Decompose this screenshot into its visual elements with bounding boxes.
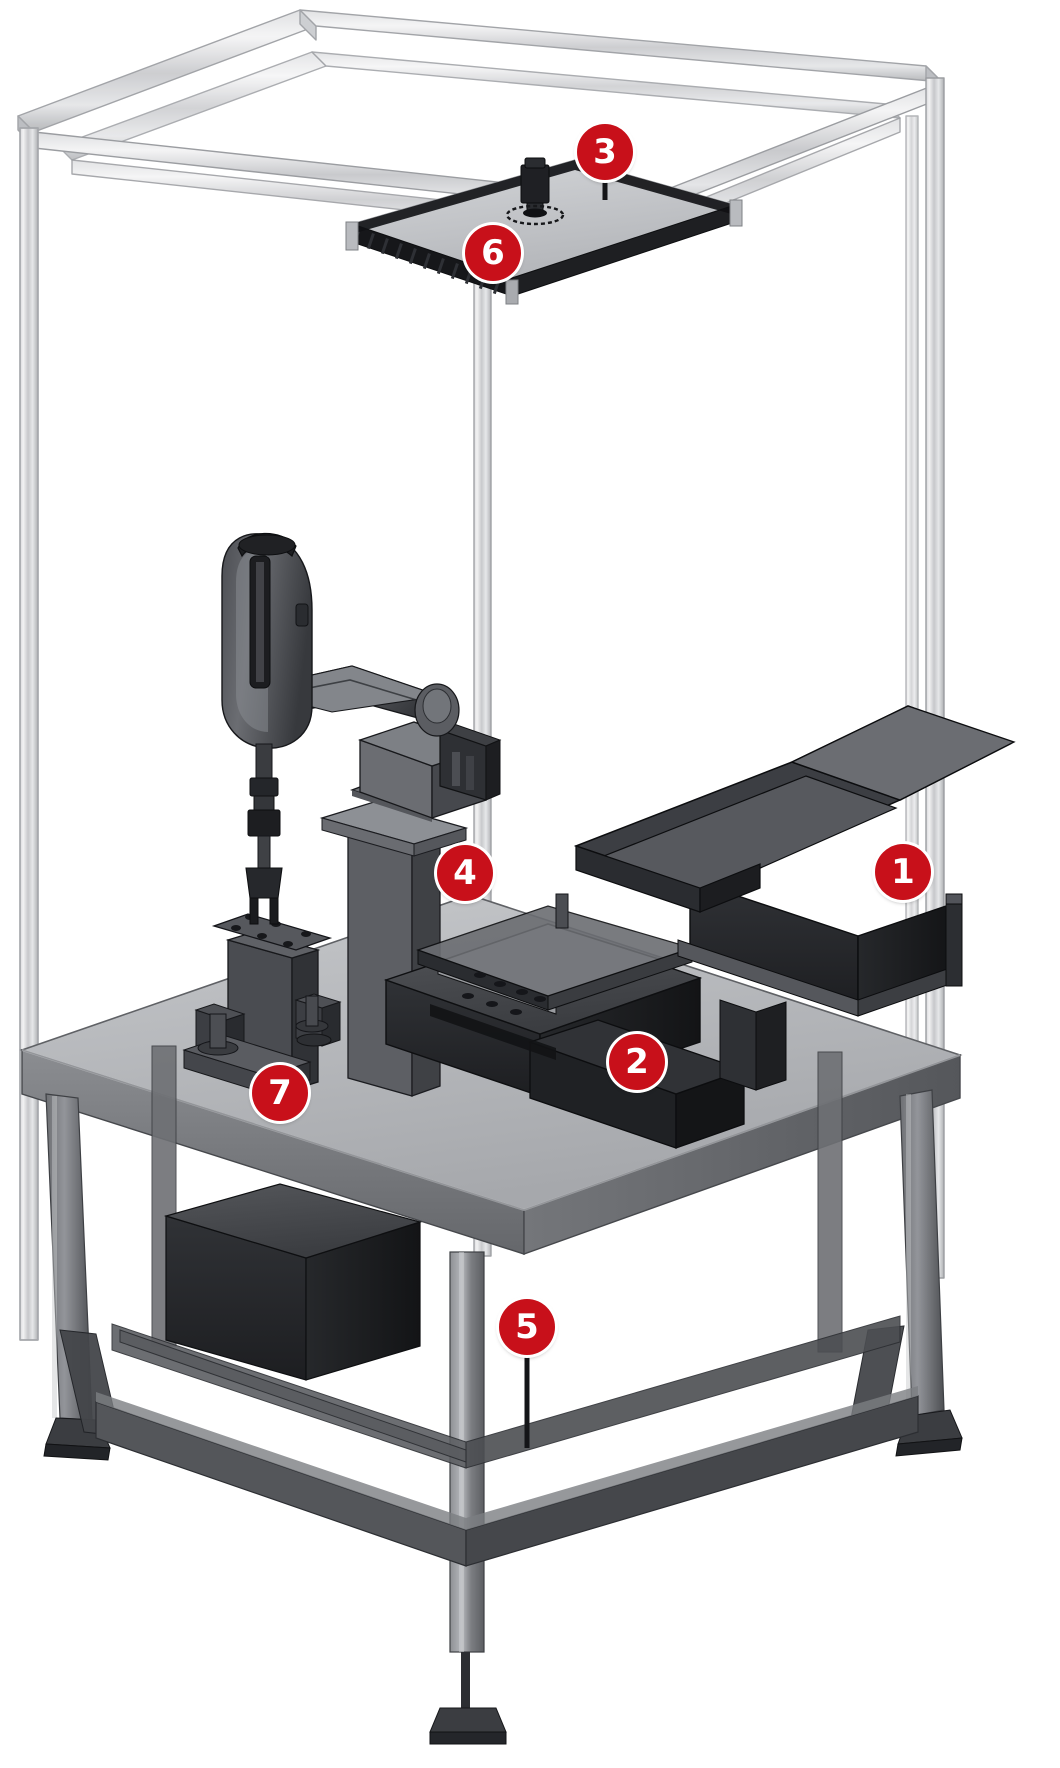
- callout-marker-7[interactable]: 7: [252, 1065, 308, 1121]
- flexible-vibratory-feeder: [383, 893, 746, 1149]
- feeder-parts: [462, 972, 546, 1015]
- callout-stems: [524, 152, 608, 1448]
- bench-accessories: [197, 995, 329, 1056]
- callout-marker-5[interactable]: 5: [499, 1299, 555, 1355]
- frame-top-rear-rails: [17, 9, 943, 161]
- panel-bracket-left: [345, 221, 359, 251]
- bulk-hopper-feeder: [573, 705, 1016, 1091]
- callout-marker-6[interactable]: 6: [465, 225, 521, 281]
- leg-rear-right: [817, 1051, 843, 1353]
- leg-left: [43, 1093, 121, 1461]
- assembly-fixture-station: [182, 913, 342, 1095]
- under-table-controller: [163, 1183, 423, 1381]
- vision-camera: [505, 157, 565, 226]
- hopper-chute-rim: [790, 705, 1016, 801]
- panel-frame-rear-left: [352, 160, 575, 234]
- leg-front-center: [429, 1251, 507, 1745]
- panel-bracket-right: [729, 199, 743, 227]
- robot-link-2: [221, 532, 313, 749]
- callout-marker-1[interactable]: 1: [875, 844, 931, 900]
- robot-pedestal: [347, 821, 413, 1097]
- callout-marker-2[interactable]: 2: [609, 1034, 665, 1090]
- fixture-top-plate: [211, 913, 333, 951]
- robot-z-axis-and-gripper: [245, 743, 283, 925]
- foot-front-center: [429, 1707, 507, 1733]
- hopper-support-leg: [719, 999, 757, 1091]
- under-table-shelf: [119, 1329, 467, 1463]
- callout-marker-3[interactable]: 3: [577, 124, 633, 180]
- panel-bracket-front: [505, 279, 519, 305]
- hopper-pulley-right: [945, 899, 963, 987]
- callout-marker-4[interactable]: 4: [437, 845, 493, 901]
- feeder-drive-bar: [555, 893, 569, 929]
- scara-robot: [221, 532, 502, 1097]
